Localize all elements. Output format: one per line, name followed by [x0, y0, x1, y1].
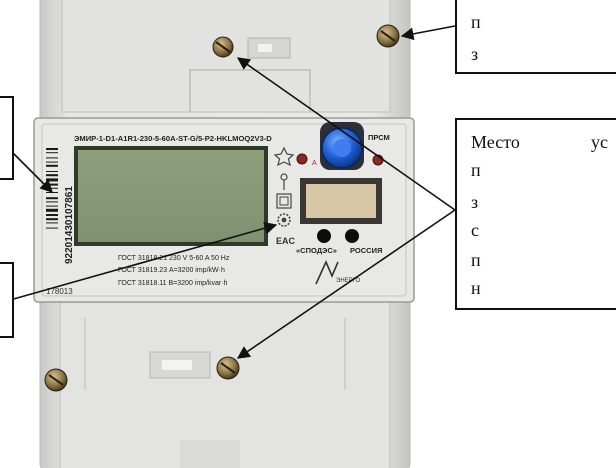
led-a-mark: A: [312, 160, 317, 167]
barcode-bar: [46, 218, 58, 221]
callout-right-line-1: Место: [471, 132, 520, 152]
barcode-bar: [46, 171, 58, 172]
barcode-bar: [46, 183, 58, 186]
left-callout-box-top: [0, 96, 14, 180]
brand-logo: ЭНЕРГО: [315, 260, 361, 285]
serial-number-bottom: 178013: [46, 287, 73, 296]
barcode-bar: [46, 227, 58, 229]
arrow-right-to-top-screw: [236, 57, 456, 211]
star-icon: [273, 146, 295, 167]
blue-seal: [320, 122, 364, 170]
barcode-bar: [46, 201, 58, 203]
spec-line-3: ГОСТ 31818.11 B=3200 imp/kvar·h: [118, 280, 228, 287]
optical-port: [300, 178, 382, 224]
barcode-bar: [46, 205, 58, 207]
left-callout-box-bottom: [0, 262, 14, 338]
callout-right-line-5: с: [471, 220, 479, 240]
barcode-bar: [46, 192, 58, 193]
callout-right-line-3: п: [471, 160, 481, 180]
arrow-right-to-bottom-screw: [236, 209, 456, 359]
barcode-bar: [46, 174, 58, 177]
callout-right-line-2: ус: [591, 132, 608, 152]
spec-line-2: ГОСТ 31819.23 A=3200 imp/kW·h: [118, 267, 225, 274]
barcode-bar: [46, 222, 58, 224]
arrow-left-to-barcode: [9, 149, 53, 193]
barcode-bar: [46, 197, 58, 200]
screw-bottom-center: [216, 356, 240, 380]
callout-right-line-6: п: [471, 250, 481, 270]
barcode-bar: [46, 178, 58, 182]
eac-mark: EAC: [276, 236, 296, 246]
left-button[interactable]: [317, 229, 331, 243]
country-label: РОССИЯ: [350, 246, 382, 255]
barcode-bar: [46, 214, 58, 216]
optical-port-label: ПРСМ: [368, 133, 390, 142]
callout-top-line-2: з: [471, 44, 479, 64]
spec-line-1: ГОСТ 31818.21 230 V 5-60 A 50 Hz: [118, 255, 230, 262]
brand-label: «СПОДЭС»: [296, 246, 337, 255]
callout-right-line-4: з: [471, 192, 479, 212]
indicator-led-left: [296, 153, 308, 165]
screw-top-center: [212, 36, 234, 58]
barcode-bar: [46, 164, 58, 167]
screw-bottom-left: [44, 368, 68, 392]
callout-right: Место ус п з с п н: [455, 118, 616, 310]
gear-icon: [277, 213, 291, 227]
serial-number: 92201430107861: [64, 186, 75, 264]
barcode-bar: [46, 152, 58, 154]
arrow-left-to-gear: [9, 221, 278, 301]
lcd-display: [74, 146, 268, 246]
callout-right-line-7: н: [471, 278, 481, 298]
barcode-bar: [46, 157, 58, 159]
arrow-top-callout: [400, 25, 456, 41]
right-button[interactable]: [345, 229, 359, 243]
barcode-bar: [46, 161, 58, 163]
barcode-bar: [46, 208, 58, 212]
model-label: ЭМИР-1-D1-A1R1-230-5-60A-ST-G/5-P2-HKLMO…: [74, 134, 272, 143]
callout-top: п з: [455, 0, 616, 74]
annotation-arrows: [9, 25, 456, 359]
double-square-icon: [276, 193, 292, 209]
barcode-bar: [46, 148, 58, 150]
svg-text:ЭНЕРГО: ЭНЕРГО: [336, 278, 361, 284]
meter-housing: [39, 0, 411, 468]
screw-top-right: [376, 24, 400, 48]
callout-top-line-1: п: [471, 12, 481, 32]
certification-icons: [273, 146, 295, 227]
